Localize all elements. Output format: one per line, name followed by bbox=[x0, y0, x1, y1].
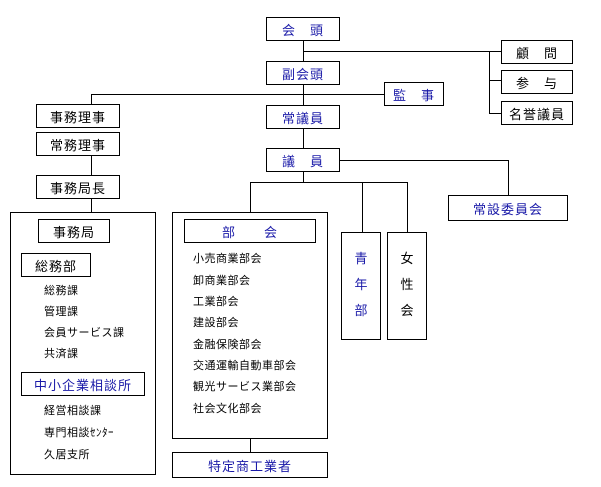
bukai-item: 工業部会 bbox=[193, 295, 239, 308]
jogiin-box: 常議員 bbox=[266, 105, 340, 129]
somubu-item: 管理課 bbox=[44, 305, 79, 318]
chusho-box: 中小企業相談所 bbox=[21, 372, 145, 396]
joseikai-box: 女 性 会 bbox=[387, 232, 427, 340]
sanyo-box: 参 与 bbox=[501, 70, 573, 94]
bukai-item: 交通運輸自動車部会 bbox=[193, 359, 297, 372]
bukai-container bbox=[172, 212, 328, 439]
connector bbox=[91, 155, 92, 175]
meiyo-box: 名誉議員 bbox=[501, 101, 573, 125]
chusho-item: 久居支所 bbox=[44, 448, 90, 461]
bukai-item: 観光サービス業部会 bbox=[193, 380, 297, 393]
somubu-box: 総務部 bbox=[21, 253, 91, 277]
josetsu-box: 常設委員会 bbox=[448, 195, 568, 221]
jomu-riji-box-2: 常務理事 bbox=[36, 132, 120, 156]
chusho-item: 経営相談課 bbox=[44, 404, 102, 417]
jimukyokucho-box: 事務局長 bbox=[36, 175, 120, 199]
komon-box: 顧 問 bbox=[501, 40, 573, 64]
connector bbox=[407, 182, 408, 232]
connector bbox=[91, 94, 384, 95]
fukukaito-box: 副会頭 bbox=[266, 61, 340, 85]
bukai-item: 卸商業部会 bbox=[193, 274, 251, 287]
connector bbox=[250, 438, 251, 452]
bukai-item: 小売商業部会 bbox=[193, 252, 262, 265]
chusho-item: 専門相談ｾﾝﾀｰ bbox=[44, 426, 114, 439]
seinenbu-box: 青 年 部 bbox=[341, 232, 381, 340]
bukai-box: 部 会 bbox=[184, 219, 316, 243]
kanji-box: 監 事 bbox=[384, 82, 444, 106]
connector bbox=[91, 94, 92, 104]
kaito-box: 会 頭 bbox=[266, 17, 340, 41]
connector bbox=[489, 80, 501, 81]
connector bbox=[362, 182, 363, 232]
connector bbox=[303, 128, 304, 148]
connector bbox=[303, 51, 501, 52]
connector bbox=[303, 85, 304, 105]
connector bbox=[250, 182, 407, 183]
somubu-item: 総務課 bbox=[44, 284, 79, 297]
connector bbox=[489, 113, 501, 114]
bukai-item: 金融保険部会 bbox=[193, 338, 262, 351]
bukai-item: 建設部会 bbox=[193, 316, 239, 329]
connector bbox=[91, 198, 92, 212]
connector bbox=[489, 51, 490, 114]
somubu-item: 会員サービス課 bbox=[44, 326, 125, 339]
connector bbox=[303, 172, 304, 182]
somubu-item: 共済課 bbox=[44, 347, 79, 360]
connector bbox=[340, 160, 508, 161]
bukai-item: 社会文化部会 bbox=[193, 402, 262, 415]
jomu-riji-box-1: 事務理事 bbox=[36, 104, 120, 128]
connector bbox=[250, 182, 251, 212]
connector bbox=[508, 160, 509, 195]
tokutei-box: 特定商工業者 bbox=[172, 452, 328, 478]
giin-box: 議 員 bbox=[266, 148, 340, 172]
jimukyoku-box: 事務局 bbox=[38, 219, 110, 243]
